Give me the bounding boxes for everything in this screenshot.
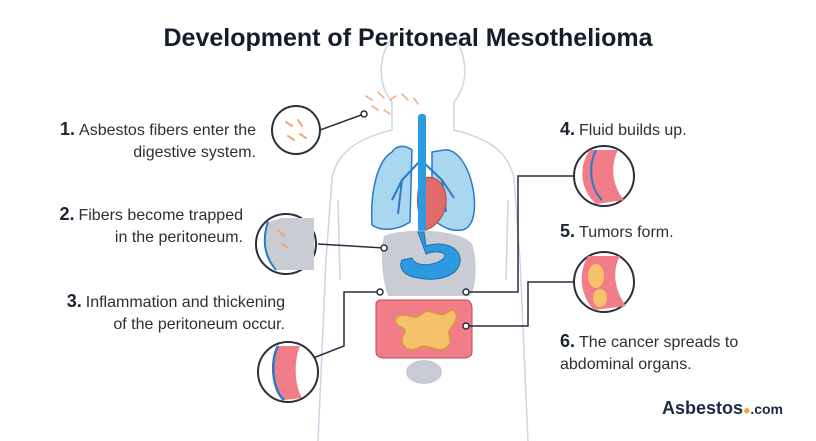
brand-dot-icon: ● — [743, 403, 751, 417]
step-6-line2: abdominal organs. — [560, 356, 692, 373]
step-2-label: 2.Fibers become trapped in the peritoneu… — [20, 203, 243, 249]
step-6-label: 6.The cancer spreads to abdominal organs… — [560, 330, 800, 376]
step-1-line2: digestive system. — [133, 144, 256, 161]
asbestos-fibers — [365, 91, 419, 115]
step-2-line1: Fibers become trapped — [78, 207, 243, 224]
connector-dots — [360, 110, 470, 330]
step-3-label: 3.Inflammation and thickening of the per… — [20, 290, 285, 336]
brand-suffix: .com — [750, 401, 783, 417]
step-6-line1: The cancer spreads to — [579, 334, 739, 351]
brand-name: Asbestos — [662, 398, 744, 418]
step-4-line1: Fluid builds up. — [579, 122, 687, 139]
step-2-number: 2. — [59, 204, 75, 224]
callout-step-2 — [255, 213, 317, 275]
step-1-line1: Asbestos fibers enter the — [79, 122, 256, 139]
step-5-line1: Tumors form. — [579, 224, 674, 241]
callout-step-3 — [257, 341, 319, 403]
callout-step-1 — [271, 105, 321, 155]
page-title: Development of Peritoneal Mesothelioma — [163, 24, 653, 52]
brand-logo: Asbestos●.com — [662, 398, 783, 419]
step-3-line2: of the peritoneum occur. — [113, 316, 285, 333]
step-6-number: 6. — [560, 331, 576, 351]
left-lung — [370, 145, 413, 230]
step-4-label: 4.Fluid builds up. — [560, 118, 800, 142]
body-silhouette — [317, 39, 529, 441]
bladder — [406, 360, 442, 384]
step-1-number: 1. — [60, 119, 76, 139]
esophagus — [418, 114, 426, 232]
peritoneum — [381, 230, 476, 296]
step-2-line2: in the peritoneum. — [114, 229, 243, 246]
step-5-number: 5. — [560, 221, 576, 241]
callout-step-5 — [573, 251, 635, 313]
step-3-number: 3. — [66, 291, 82, 311]
step-3-line1: Inflammation and thickening — [85, 294, 285, 311]
step-1-label: 1.Asbestos fibers enter the digestive sy… — [30, 118, 256, 164]
small-intestine — [394, 309, 458, 351]
step-5-label: 5.Tumors form. — [560, 220, 800, 244]
stomach — [400, 231, 461, 280]
step-4-number: 4. — [560, 119, 576, 139]
callout-step-4 — [573, 145, 635, 207]
